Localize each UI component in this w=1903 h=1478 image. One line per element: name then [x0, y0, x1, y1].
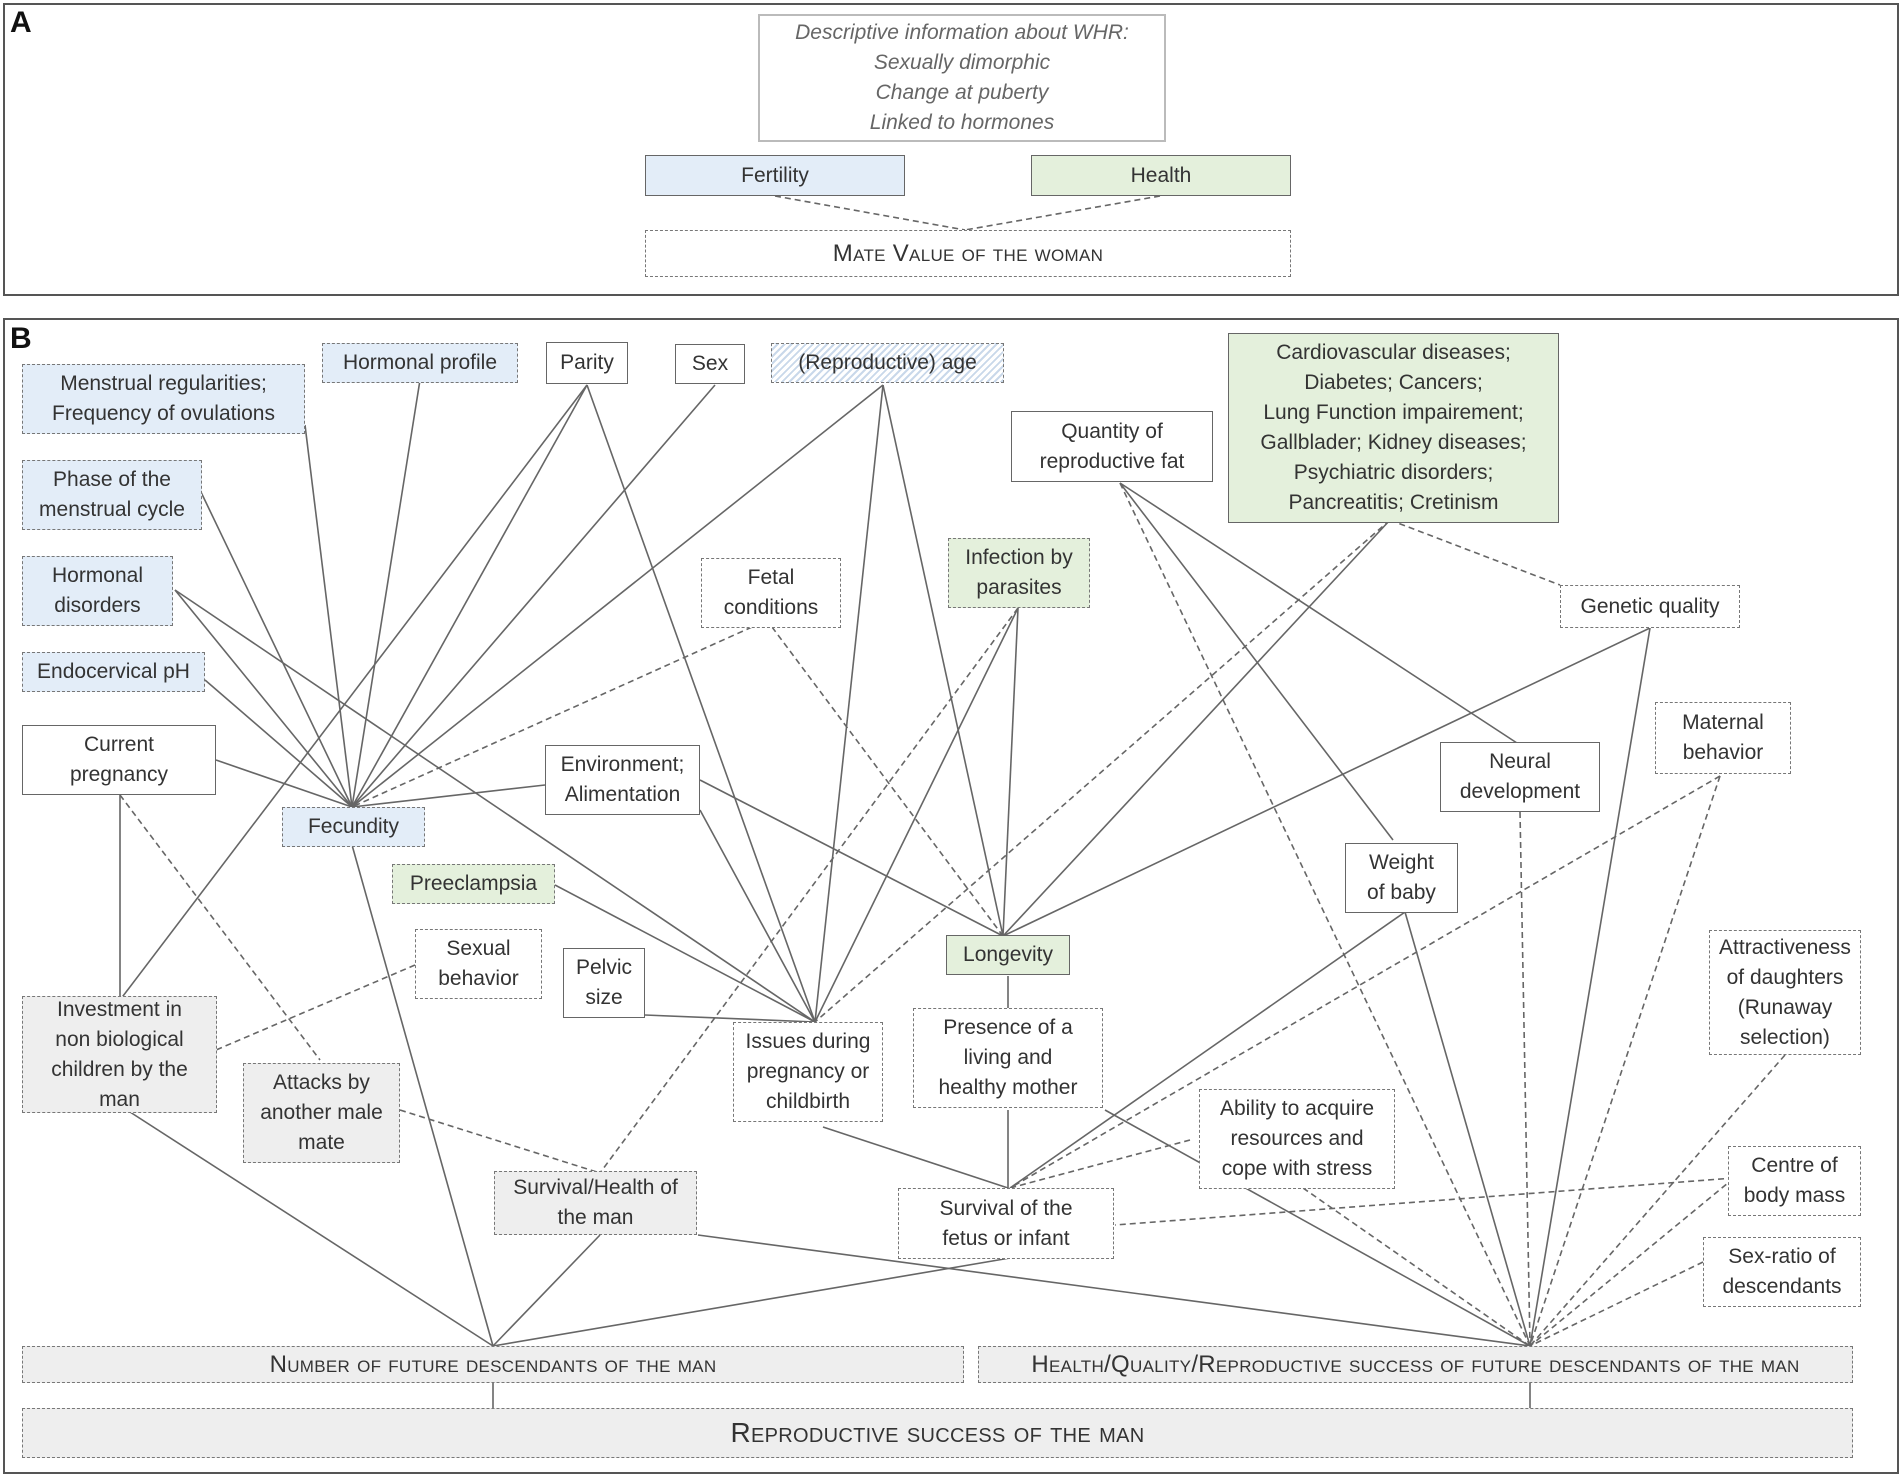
- maternal-behavior-node: Maternal behavior: [1655, 702, 1791, 774]
- reproductive-age-node: (Reproductive) age: [771, 343, 1004, 383]
- sex-node: Sex: [675, 344, 745, 384]
- parity-node: Parity: [546, 342, 628, 384]
- neural-development-node: Neural development: [1440, 742, 1600, 812]
- reproductive-success-node: Reproductive success of the man: [22, 1408, 1853, 1458]
- centre-of-body-mass-node: Centre of body mass: [1728, 1146, 1861, 1216]
- attractiveness-daughters-node: Attractiveness of daughters (Runaway sel…: [1709, 930, 1861, 1055]
- endocervical-ph-node: Endocervical pH: [22, 652, 205, 692]
- fecundity-node: Fecundity: [282, 807, 425, 847]
- mate-value-box: Mate Value of the woman: [645, 230, 1291, 277]
- fertility-box: Fertility: [645, 155, 905, 196]
- panel-b: [3, 318, 1899, 1474]
- investment-non-biological-node: Investment in non biological children by…: [22, 996, 217, 1113]
- sex-ratio-node: Sex-ratio of descendants: [1703, 1237, 1861, 1307]
- diseases-node: Cardiovascular diseases; Diabetes; Cance…: [1228, 333, 1559, 523]
- menstrual-regularities-node: Menstrual regularities; Frequency of ovu…: [22, 364, 305, 434]
- presence-of-mother-node: Presence of a living and healthy mother: [913, 1008, 1103, 1108]
- fetal-conditions-node: Fetal conditions: [701, 558, 841, 628]
- pelvic-size-node: Pelvic size: [563, 948, 645, 1018]
- weight-of-baby-node: Weight of baby: [1345, 843, 1458, 913]
- current-pregnancy-node: Current pregnancy: [22, 725, 216, 795]
- reproductive-fat-node: Quantity of reproductive fat: [1011, 411, 1213, 482]
- health-box: Health: [1031, 155, 1291, 196]
- infection-parasites-node: Infection by parasites: [948, 538, 1090, 608]
- pregnancy-issues-node: Issues during pregnancy or childbirth: [733, 1022, 883, 1122]
- genetic-quality-node: Genetic quality: [1560, 585, 1740, 628]
- hormonal-disorders-node: Hormonal disorders: [22, 556, 173, 626]
- whr-descriptive-box: Descriptive information about WHR: Sexua…: [758, 14, 1166, 142]
- panel-b-label: B: [10, 322, 32, 355]
- panel-a-label: A: [10, 6, 32, 39]
- hormonal-profile-node: Hormonal profile: [322, 343, 518, 383]
- survival-fetus-node: Survival of the fetus or infant: [898, 1188, 1114, 1259]
- ability-resources-node: Ability to acquire resources and cope wi…: [1199, 1089, 1395, 1189]
- survival-man-node: Survival/Health of the man: [494, 1171, 697, 1235]
- sexual-behavior-node: Sexual behavior: [415, 929, 542, 999]
- health-of-descendants-node: Health/Quality/Reproductive success of f…: [978, 1346, 1853, 1383]
- longevity-node: Longevity: [946, 935, 1070, 975]
- attacks-by-male-node: Attacks by another male mate: [243, 1063, 400, 1163]
- menstrual-phase-node: Phase of the menstrual cycle: [22, 460, 202, 530]
- number-of-descendants-node: Number of future descendants of the man: [22, 1346, 964, 1383]
- environment-alimentation-node: Environment; Alimentation: [545, 745, 700, 815]
- preeclampsia-node: Preeclampsia: [392, 864, 555, 904]
